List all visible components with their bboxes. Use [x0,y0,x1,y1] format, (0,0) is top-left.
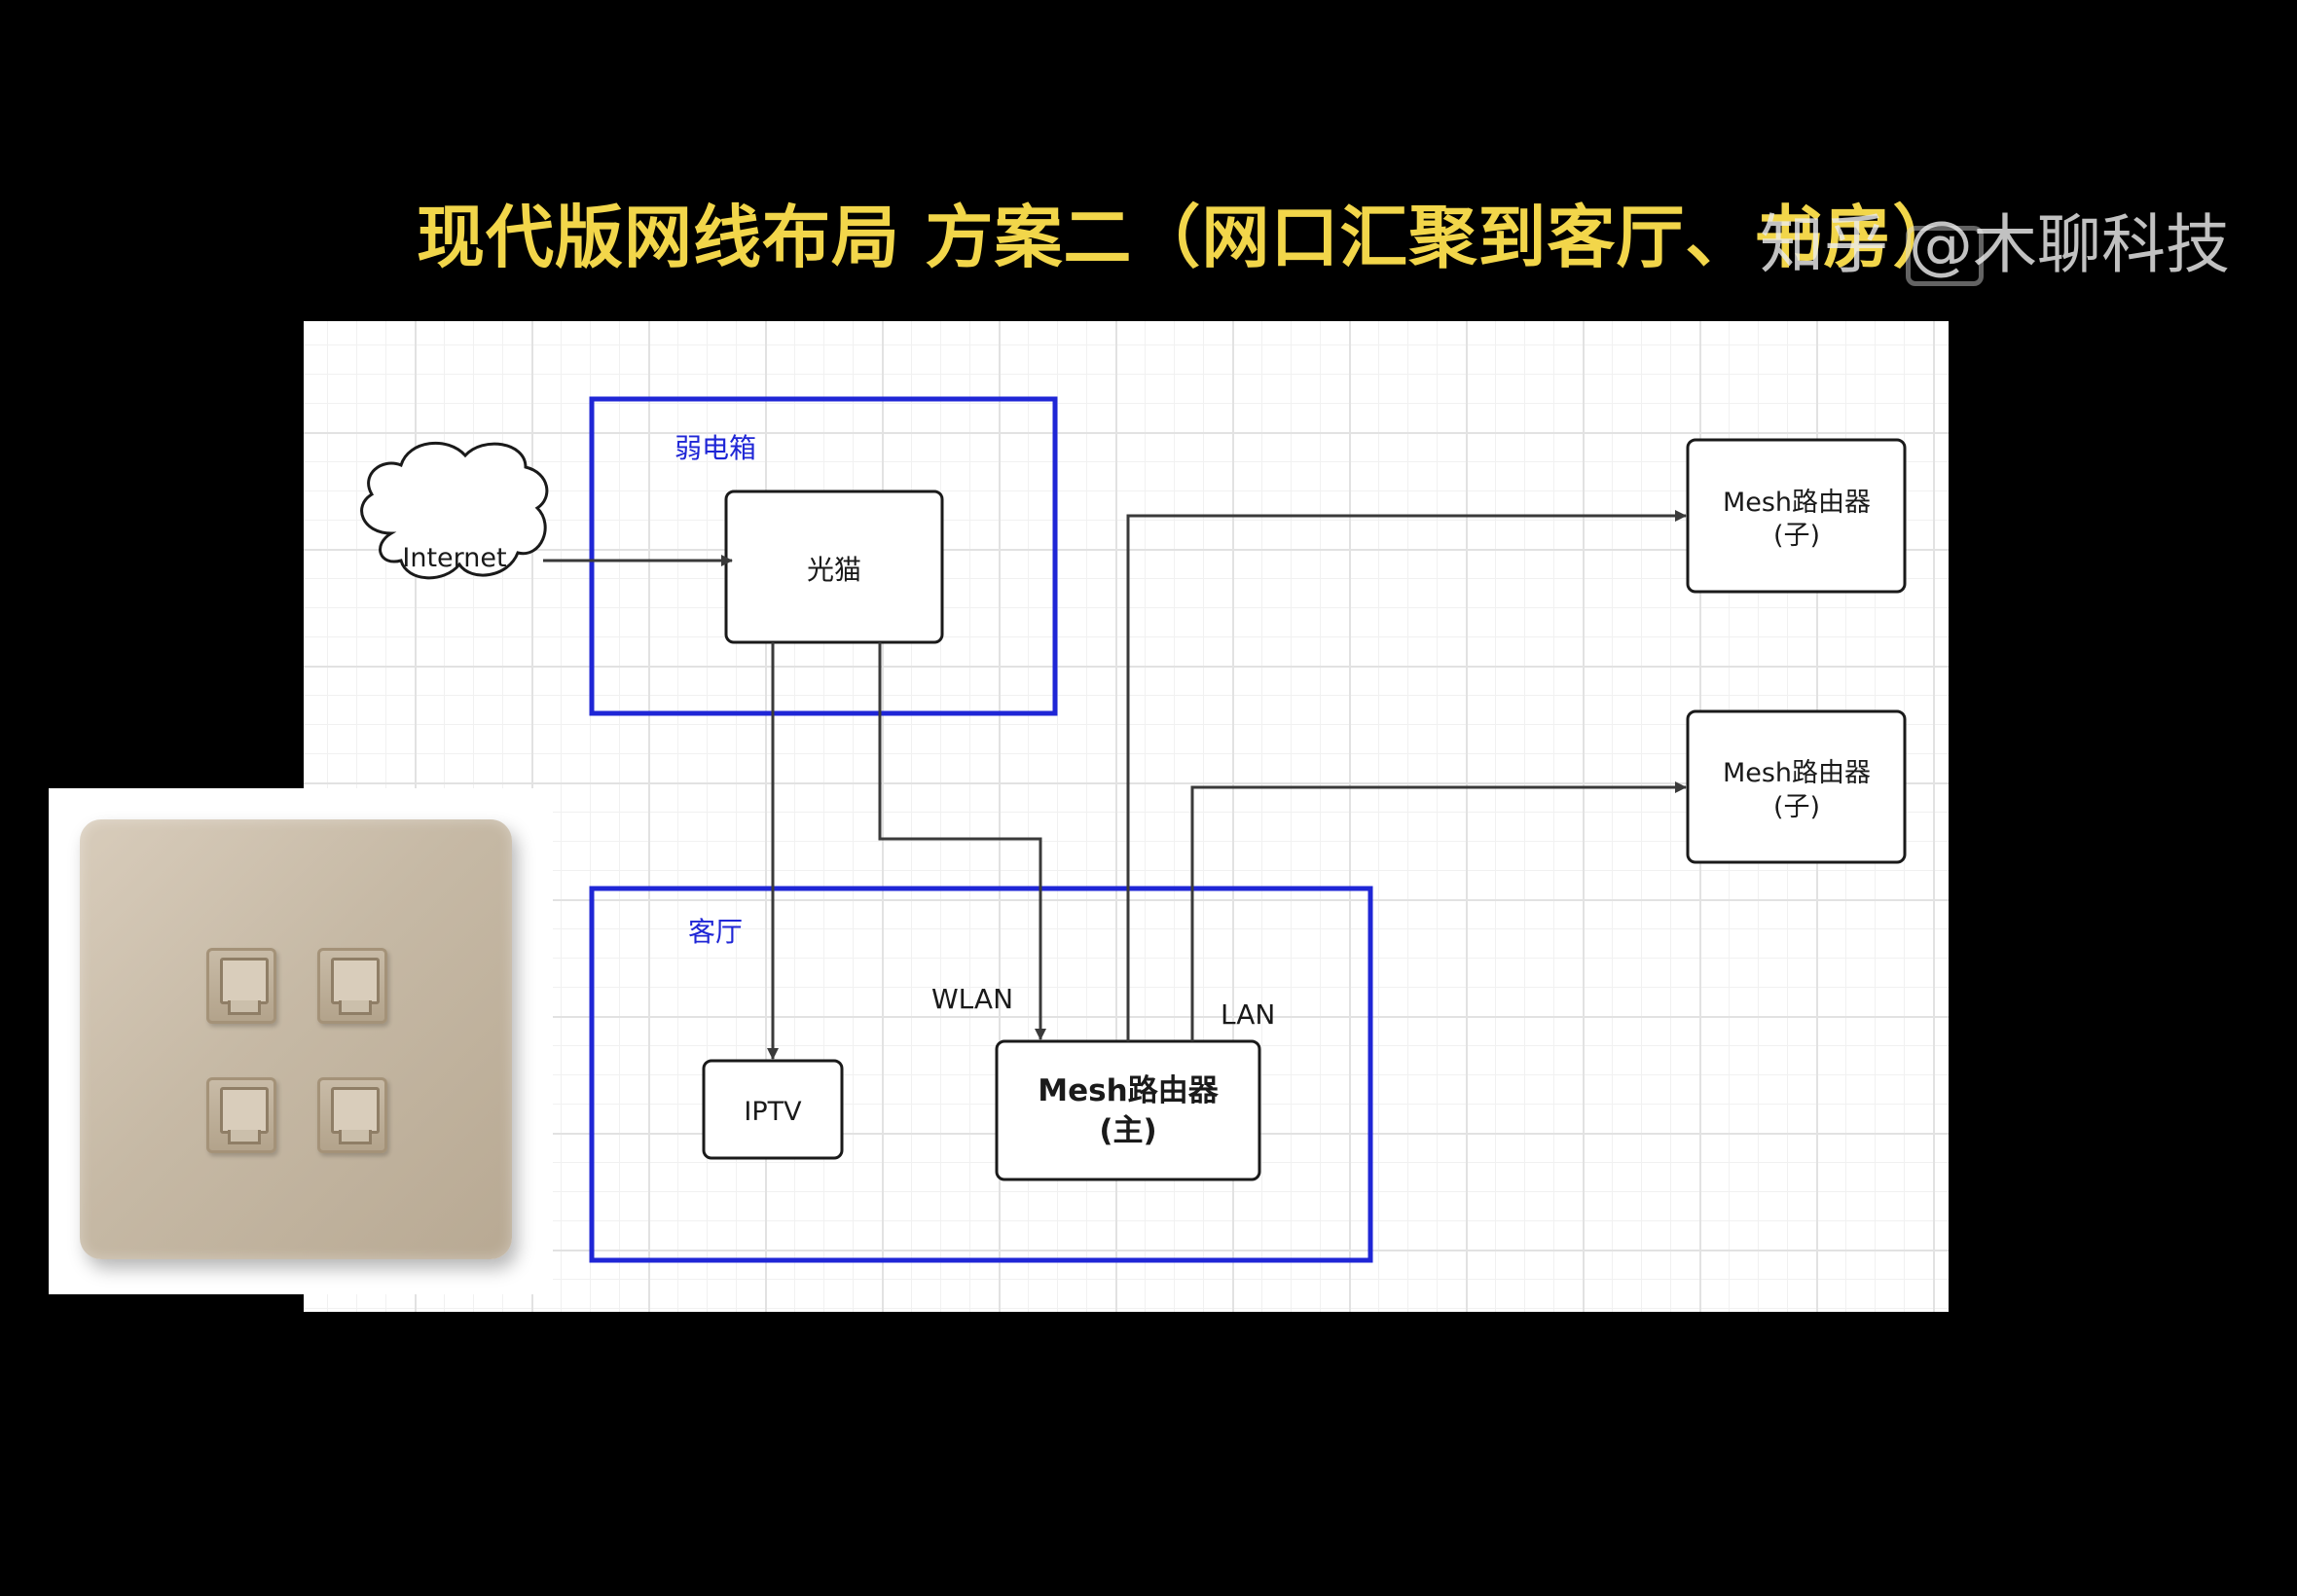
weak-box-group [589,396,1058,716]
mesh-sub-node-2 [1686,709,1907,864]
diagram-canvas [304,321,1949,1312]
mesh-main-label-line2: (主) [1099,1113,1156,1148]
mesh-sub-1-label-line1: Mesh路由器 [1723,488,1871,518]
internet-label: Internet [402,543,506,573]
internet-cloud-icon [360,441,549,580]
slide-title: 现代版网线布局 方案二（网口汇聚到客厅、书房） [417,198,1962,277]
mesh-sub-node-1 [1686,438,1907,594]
mesh-sub-1-label-line2: (子) [1773,521,1820,551]
ethernet-port-icon [206,948,276,1024]
wlan-edge-label: WLAN [931,983,1013,1015]
living-room-label: 客厅 [688,916,743,948]
edge-mesh-main-sub1 [1126,510,1687,1041]
watermark-bubble-icon [1906,226,1984,286]
mesh-main-node [995,1039,1261,1181]
mesh-sub-2-label-line1: Mesh路由器 [1723,758,1871,788]
lan-edge-label: LAN [1221,998,1275,1031]
ethernet-port-icon [317,1077,387,1153]
ethernet-port-icon [206,1077,276,1153]
wall-panel-icon [80,819,512,1259]
watermark: 知乎 @木聊科技 [1760,207,2230,282]
living-room-group [589,886,1373,1263]
edge-modem-mesh-main [878,642,1046,1040]
iptv-node [702,1059,844,1160]
mesh-main-label-line1: Mesh路由器 [1038,1073,1219,1108]
ethernet-port-icon [317,948,387,1024]
iptv-label: IPTV [744,1097,802,1127]
modem-node [724,490,944,644]
modem-label: 光猫 [807,554,861,586]
mesh-sub-2-label-line2: (子) [1773,792,1820,822]
edge-mesh-main-sub2 [1190,781,1687,1041]
weak-box-label: 弱电箱 [675,432,756,464]
